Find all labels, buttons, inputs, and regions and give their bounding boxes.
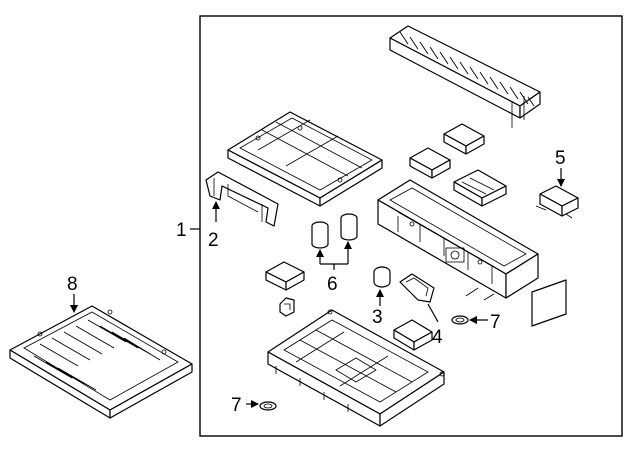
callout-2: 2 (208, 230, 219, 251)
part-module-c (453, 169, 507, 207)
part-top-cover-tray (227, 111, 383, 207)
part-2-bracket (205, 171, 279, 227)
callout-3: 3 (372, 307, 383, 328)
callout-7-right: 7 (490, 312, 501, 333)
part-clip (279, 297, 295, 317)
callout-5: 5 (555, 148, 566, 169)
callout-1: 1 (176, 220, 187, 241)
callout-4: 4 (432, 327, 443, 348)
part-module-e (393, 319, 433, 351)
part-8-underbody-shield (9, 305, 193, 419)
assembly-frame (199, 15, 623, 437)
part-7-seal-left (259, 401, 277, 411)
part-4-leader (427, 303, 439, 323)
part-cover-plate (531, 279, 567, 327)
callout-8: 8 (67, 274, 78, 295)
part-lower-battery-tray (267, 309, 445, 427)
part-6-connector-right (340, 213, 358, 241)
callout-6: 6 (327, 274, 338, 295)
part-top-heat-shield (389, 25, 541, 128)
part-4-bracket (399, 273, 435, 303)
callout-7-left: 7 (231, 395, 242, 416)
part-6-connector-left (311, 221, 329, 249)
part-5-sensor (535, 185, 579, 219)
part-battery-frame (377, 179, 539, 301)
part-6-leader (316, 241, 352, 270)
part-7-seal-right (451, 315, 469, 325)
part-module-b (409, 147, 451, 179)
part-module-d (265, 261, 305, 291)
part-3-relay (373, 266, 391, 288)
part-module-a (443, 123, 485, 155)
